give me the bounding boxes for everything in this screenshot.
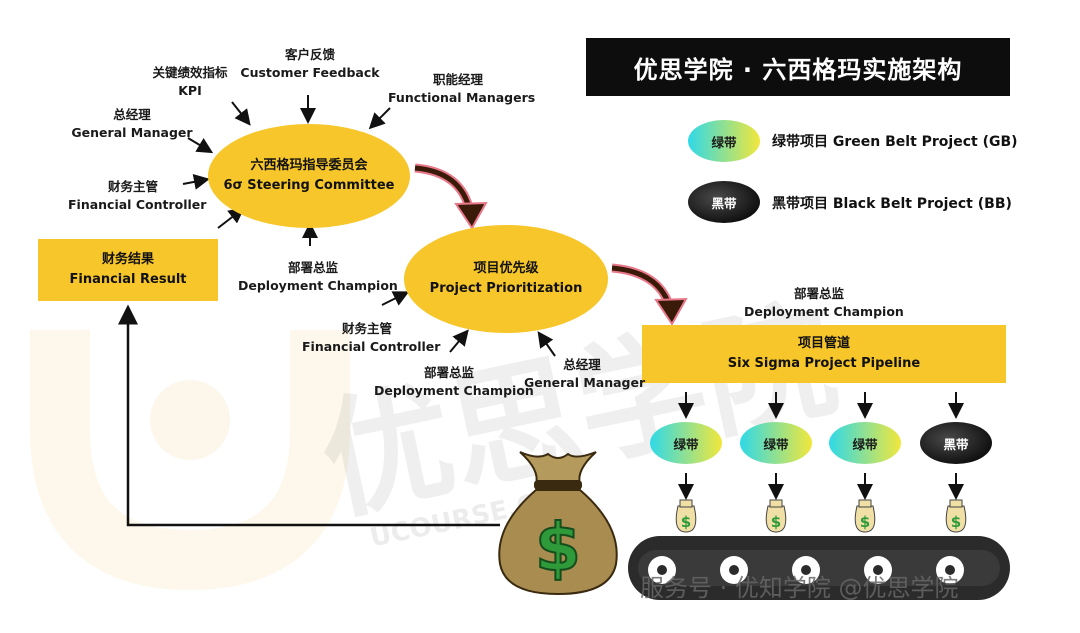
legend-black-text: 黑带项目 Black Belt Project (BB) [772,196,1012,212]
svg-text:$: $ [535,509,581,586]
arrow-gm2 [537,331,556,357]
legend-black-pill: 黑带 [688,181,760,223]
dollar-sack-icon: $ [854,499,876,533]
page-title: 优思学院 · 六西格玛实施架构 [586,38,1010,96]
arrow-functional [368,107,391,130]
financial-result-en: Financial Result [69,272,187,287]
curved-arrow-1 [414,163,488,230]
conveyor-belt-icon [628,536,1010,600]
dollar-sack-icons: $ $ $ $ [675,499,967,533]
belt-pill-2: 绿带 [740,422,812,464]
svg-text:$: $ [771,513,781,531]
steering-cn: 六西格玛指导委员会 [250,158,368,173]
financial-result-box: 财务结果 Financial Result [38,239,218,301]
money-bag-icon: $ [498,451,618,596]
footer-watermark: 服务号 · 优知学院 @优思学院 [640,574,959,602]
dollar-sack-icon: $ [945,499,967,533]
svg-text:$: $ [951,513,961,531]
steering-committee: 六西格玛指导委员会 6σ Steering Committee [208,124,410,228]
pipeline-en: Six Sigma Project Pipeline [727,356,921,371]
legend-green-text: 绿带项目 Green Belt Project (GB) [772,134,1018,150]
belt-pill-1: 绿带 [650,422,722,464]
dollar-sack-icon: $ [675,499,697,533]
arrow-fc2 [381,291,410,306]
arrow-result [217,207,245,229]
arrow-dc2 [449,329,469,353]
arrow-gm1 [187,137,214,154]
legend-green-pill: 绿带 [688,120,760,162]
project-prioritization: 项目优先级 Project Prioritization [404,225,608,333]
pipeline-cn: 项目管道 [797,336,850,351]
prioritization-cn: 项目优先级 [473,261,539,276]
belt-pill-4: 黑带 [920,422,992,464]
svg-text:$: $ [860,513,870,531]
steering-en: 6σ Steering Committee [223,178,395,193]
belt-pill-3: 绿带 [829,422,901,464]
feedback-line [118,304,500,527]
curved-arrow-2 [611,263,688,326]
prioritization-en: Project Prioritization [429,281,583,296]
financial-result-cn: 财务结果 [101,252,154,267]
project-pipeline-box: 项目管道 Six Sigma Project Pipeline [642,325,1006,383]
dollar-sack-icon: $ [765,499,787,533]
svg-text:$: $ [681,513,691,531]
arrow-fc1 [182,174,210,190]
arrow-kpi [231,101,251,126]
